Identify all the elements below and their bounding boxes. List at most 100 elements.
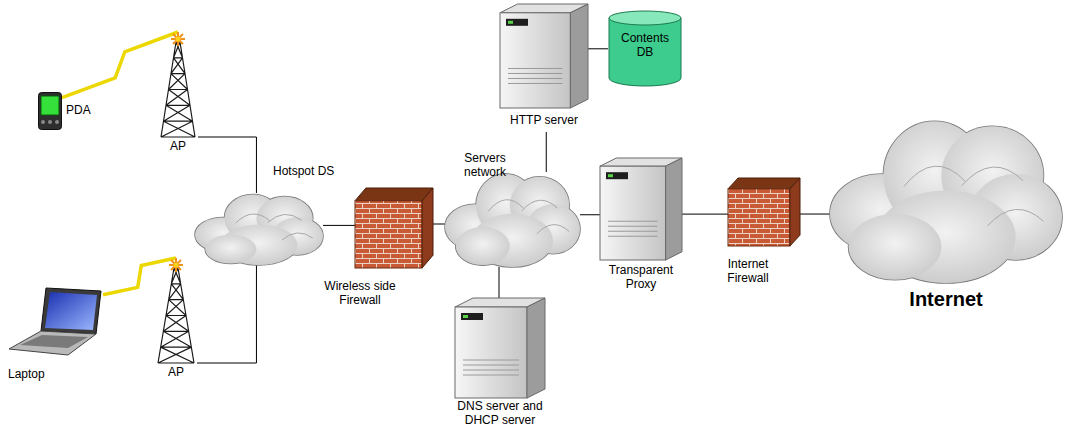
server-vents bbox=[508, 68, 562, 83]
antenna-tip bbox=[174, 263, 179, 268]
wall-face bbox=[355, 201, 422, 268]
wireless-link bbox=[103, 258, 176, 295]
network-link bbox=[588, 48, 608, 49]
server-side bbox=[570, 4, 588, 108]
laptop-shape bbox=[8, 288, 103, 356]
pda-button bbox=[48, 120, 52, 124]
server-plate bbox=[606, 172, 628, 179]
server-led bbox=[608, 174, 613, 177]
cloud-outline bbox=[849, 214, 942, 280]
wall-top bbox=[728, 178, 800, 189]
inner-label: Contents DB bbox=[614, 32, 676, 60]
server-led bbox=[508, 21, 513, 24]
server-shape bbox=[500, 4, 588, 108]
device-label: Internet Firewall bbox=[718, 258, 778, 286]
label-holder: Internet Firewall bbox=[718, 258, 778, 286]
cloud-shape bbox=[445, 172, 580, 267]
server-side bbox=[666, 158, 682, 260]
cloud-shade bbox=[522, 200, 558, 211]
cloud-shade bbox=[904, 166, 965, 187]
label-holder: Servers network bbox=[456, 152, 514, 180]
pda-shape bbox=[38, 92, 62, 130]
tower-shape bbox=[155, 258, 197, 363]
server-side bbox=[527, 298, 545, 398]
server-tower: HTTP server bbox=[500, 4, 588, 132]
firewall-wall: Wireless side Firewall bbox=[355, 188, 433, 268]
network-link bbox=[323, 225, 355, 226]
wall-side bbox=[422, 188, 433, 268]
label-holder: AP bbox=[170, 140, 186, 154]
network-link bbox=[546, 132, 547, 172]
server-vents bbox=[608, 221, 658, 236]
tower-shape bbox=[158, 32, 198, 137]
network-link bbox=[499, 267, 500, 298]
cloud-fill bbox=[849, 214, 942, 280]
pda-button bbox=[41, 120, 45, 124]
label-holder: HTTP server bbox=[510, 114, 578, 128]
server-tower: Transparent Proxy bbox=[600, 158, 682, 260]
network-cloud: Servers network bbox=[445, 172, 580, 267]
label-holder: Wireless side Firewall bbox=[318, 280, 402, 308]
pda-body bbox=[39, 93, 62, 130]
cloud-outline bbox=[205, 235, 256, 264]
device-label: Hotspot DS bbox=[273, 165, 334, 179]
firewall-shape bbox=[728, 178, 800, 246]
antenna-tip bbox=[176, 37, 181, 42]
firewall-wall: Internet Firewall bbox=[728, 178, 800, 246]
server-front bbox=[600, 166, 666, 260]
cloud-shade bbox=[282, 233, 313, 240]
label-holder: Transparent Proxy bbox=[599, 264, 683, 292]
device-label: Internet bbox=[909, 288, 982, 311]
wall-face bbox=[728, 189, 790, 246]
access-point: AP bbox=[155, 258, 197, 363]
wall-top bbox=[355, 188, 433, 201]
laptop-keys bbox=[20, 335, 88, 348]
wall-side bbox=[790, 178, 800, 246]
server-vents bbox=[463, 360, 519, 375]
device-label: Laptop bbox=[8, 368, 45, 382]
cloud-shade bbox=[988, 209, 1044, 225]
pda-screen bbox=[41, 96, 59, 115]
cloud-outline bbox=[456, 227, 510, 265]
device-label: Wireless side Firewall bbox=[318, 280, 402, 308]
network-cloud: Internet bbox=[830, 118, 1062, 283]
network-cloud: Hotspot DS bbox=[195, 193, 323, 265]
laptop-device: Laptop bbox=[8, 288, 103, 356]
antenna-rays bbox=[169, 258, 183, 272]
label-holder: AP bbox=[168, 366, 184, 380]
network-link bbox=[197, 265, 256, 363]
cloud-shade bbox=[962, 167, 1023, 186]
network-link bbox=[580, 214, 600, 215]
device-label: HTTP server bbox=[510, 114, 578, 128]
laptop-lid bbox=[41, 288, 101, 334]
label-holder: PDA bbox=[66, 104, 91, 118]
database-cylinder: Contents DB bbox=[608, 10, 682, 86]
server-shape bbox=[600, 158, 682, 260]
server-tower: DNS server and DHCP server bbox=[455, 298, 545, 398]
tower-lattice bbox=[161, 42, 195, 137]
cloud-shape bbox=[195, 193, 323, 265]
network-link bbox=[800, 214, 830, 215]
server-plate bbox=[506, 19, 528, 26]
laptop-base bbox=[9, 331, 96, 355]
cylinder-body bbox=[609, 18, 681, 86]
label-holder: DNS server and DHCP server bbox=[448, 400, 552, 428]
tower-lattice bbox=[158, 268, 194, 363]
device-label: Transparent Proxy bbox=[599, 264, 683, 292]
pda-device: PDA bbox=[38, 92, 62, 130]
label-holder: Internet bbox=[909, 288, 982, 311]
cloud-shade bbox=[268, 214, 302, 222]
server-front bbox=[455, 307, 527, 398]
device-label: PDA bbox=[66, 104, 91, 118]
cylinder-top bbox=[609, 11, 681, 25]
network-link bbox=[433, 224, 445, 225]
access-point: AP bbox=[158, 32, 198, 137]
server-led bbox=[463, 315, 468, 318]
laptop-screen bbox=[45, 292, 97, 330]
cloud-fill bbox=[205, 235, 256, 264]
firewall-shape bbox=[355, 188, 433, 268]
device-label: AP bbox=[168, 366, 184, 380]
server-front bbox=[500, 13, 570, 108]
server-shape bbox=[455, 298, 545, 398]
